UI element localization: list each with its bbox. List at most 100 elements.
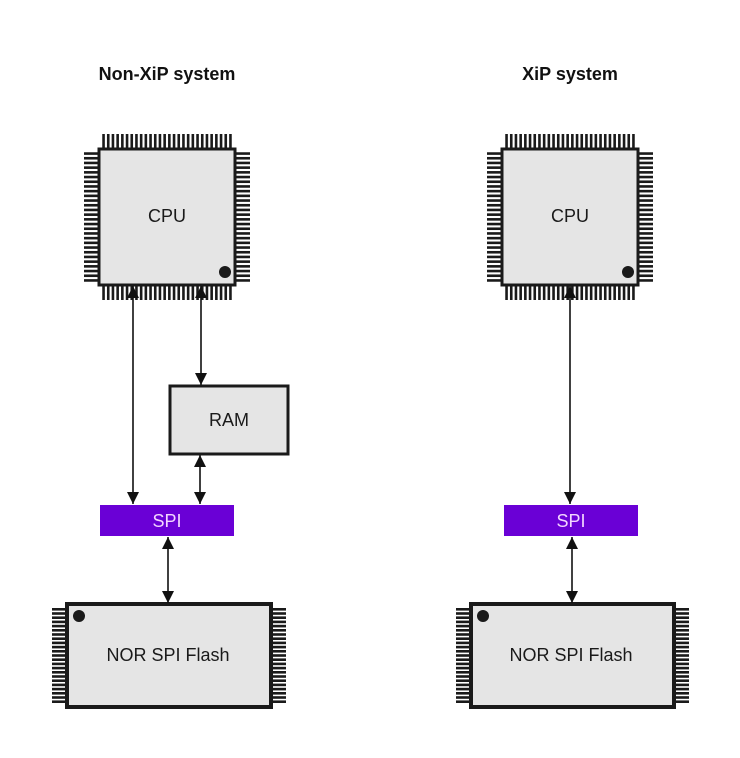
chip-pin [638,250,653,254]
chip-pin [271,679,286,682]
chip-pin [528,285,532,300]
chip-pin [456,679,471,682]
chip-pin [84,246,99,249]
chip-pin [487,250,502,254]
chip-pin [627,285,631,300]
chip-pin [235,199,250,202]
chip-pin [456,612,471,615]
chip-pin [215,134,218,149]
chip-pin [163,134,166,149]
chip-pin [552,134,555,149]
chip-pin [235,175,250,179]
pin1-marker-icon [73,610,85,622]
chip-pin [121,285,124,300]
chip-pin [608,134,612,149]
chip-pin [130,134,134,149]
chip-pin [116,285,119,300]
chip-pin [271,700,286,703]
chip-pin [487,269,502,273]
chip-pin [84,199,99,202]
chip-pin [235,189,250,193]
chip-pin [271,608,286,611]
chip-pin [487,241,502,245]
chip-pin [139,134,143,149]
chip-pin [135,134,138,149]
chip-pin [235,161,250,165]
chip-pin [84,213,99,216]
chip-pin [618,285,621,300]
chip-pin [84,156,99,160]
chip-pin [509,134,513,149]
chip-pin [674,612,689,615]
chip-pin [144,134,148,149]
chip-pin [271,637,286,640]
cpu-chip: CPU [84,134,250,300]
chip-pin [200,134,204,149]
chip-pin [638,156,653,160]
chip-pin [102,134,105,149]
chip-pin [538,285,541,300]
chip-pin [84,274,99,278]
chip-pin [456,633,471,636]
chip-pin [84,171,99,174]
chip-pin [111,134,115,149]
chip-pin [235,260,250,263]
chip-pin [556,134,560,149]
chip-pin [487,213,502,216]
chip-pin [52,687,67,691]
chip-pin [575,134,579,149]
chip-pin [229,285,232,300]
chip-pin [52,654,67,657]
chip-pin [84,194,99,198]
chip-pin [271,671,286,674]
chip-pin [139,285,143,300]
chip-pin [585,285,588,300]
cpu-body [97,147,237,287]
chip-pin [235,236,250,240]
flash-label: NOR SPI Flash [106,645,229,665]
chip-pin [487,161,502,165]
chip-pin [566,134,569,149]
chip-pin [638,241,653,245]
chip-pin [271,666,286,670]
chip-pin [219,285,223,300]
chip-pin [191,285,195,300]
chip-pin [111,285,115,300]
chip-pin [271,687,286,691]
chip-pin [235,152,250,155]
chip-pin [52,666,67,670]
chip-pin [52,633,67,636]
chip-pin [84,250,99,254]
chip-pin [674,620,689,624]
chip-pin [638,152,653,155]
panel-xip: XiP system CPU SPI NOR SPI Flash [456,64,689,709]
pin1-marker-icon [477,610,489,622]
chip-pin [149,285,152,300]
chip-pin [52,662,67,666]
ram-label: RAM [209,410,249,430]
chip-pin [456,608,471,611]
cpu-label: CPU [148,206,186,226]
chip-pin [519,134,522,149]
chip-pin [519,285,522,300]
chip-pin [674,608,689,611]
chip-pin [215,285,218,300]
chip-pin [235,171,250,174]
chip-pin [547,134,551,149]
chip-pin [638,222,653,226]
chip-pin [84,218,99,221]
chip-pin [235,246,250,249]
chip-pin [613,285,616,300]
chip-pin [182,285,185,300]
chip-pin [121,134,124,149]
chip-pin [235,166,250,169]
chip-pin [638,189,653,193]
cpu-body [500,147,640,287]
chip-pin [638,185,653,188]
chip-pin [186,134,190,149]
chip-pin [622,134,626,149]
chip-pin [674,700,689,703]
chip-pin [271,629,286,632]
chip-pin [196,134,199,149]
chip-pin [456,641,471,645]
